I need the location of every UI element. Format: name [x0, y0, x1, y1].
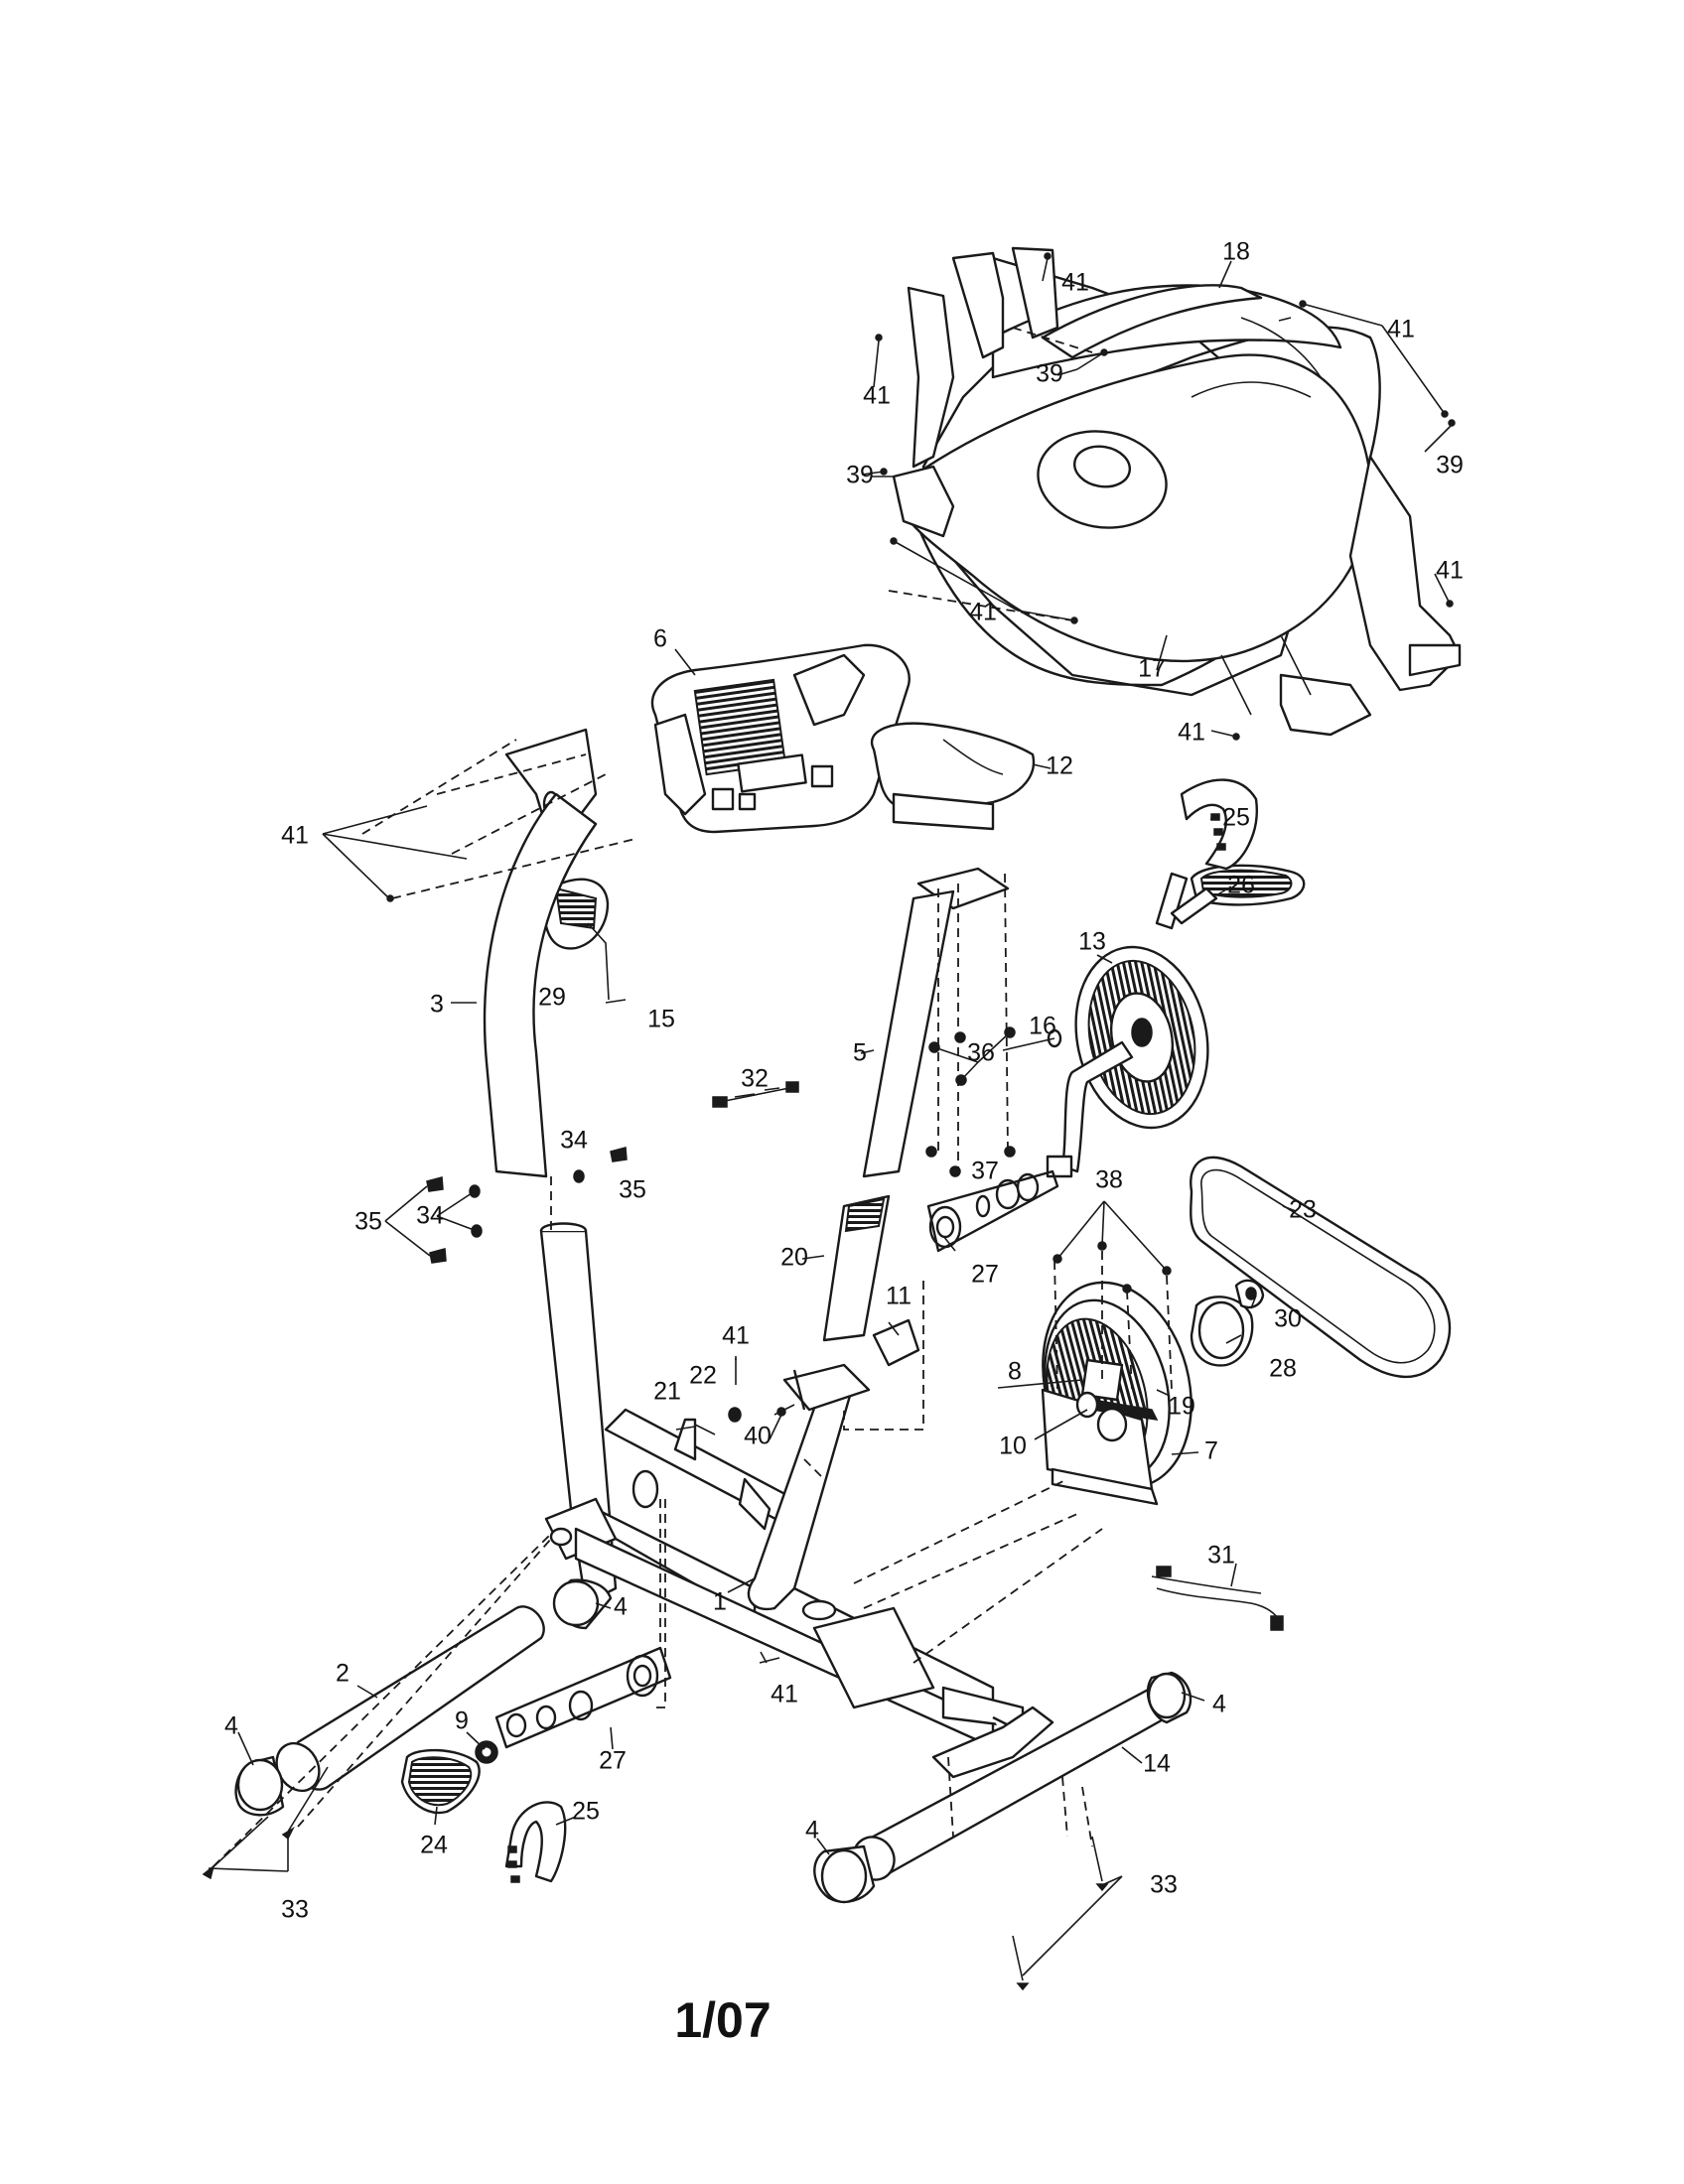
page-code: 1/07	[674, 1992, 771, 2048]
callout-8: 8	[1008, 1358, 1022, 1386]
callout-18: 18	[1222, 238, 1250, 266]
callout-24: 24	[420, 1832, 448, 1859]
shroud-18-strip	[1041, 284, 1263, 359]
callout-29: 29	[538, 984, 566, 1012]
callout-15: 15	[647, 1006, 675, 1033]
seat-assembly	[822, 722, 1036, 1367]
callout-4-rear-right: 4	[1212, 1691, 1226, 1718]
callout-27-top: 27	[971, 1261, 999, 1289]
callout-14: 14	[1143, 1750, 1171, 1778]
callout-labels: 1 2 3 4 4 4 4 5 6 7 8 9 10 11 12 13 14 1…	[224, 238, 1464, 1924]
callout-3: 3	[430, 991, 444, 1019]
callout-41-frame-top: 41	[722, 1322, 750, 1350]
callout-19: 19	[1168, 1393, 1195, 1421]
callout-28: 28	[1269, 1355, 1297, 1383]
shroud-rear-fin-2	[951, 251, 1005, 359]
callout-40: 40	[744, 1423, 772, 1450]
callout-41-shroud-bottom-left: 41	[969, 599, 997, 626]
pedal-strap-25-top	[1180, 778, 1258, 871]
callout-39-left: 39	[846, 462, 874, 489]
callout-41-shroud-right: 41	[1436, 557, 1464, 585]
callout-25-bottom: 25	[572, 1798, 600, 1826]
callout-1: 1	[713, 1588, 727, 1616]
callout-16: 16	[1029, 1013, 1056, 1040]
callout-6: 6	[653, 625, 667, 653]
seat-post-sleeve	[822, 1194, 891, 1342]
callout-22: 22	[689, 1362, 717, 1390]
callout-33-rear: 33	[1150, 1871, 1178, 1899]
console-assembly	[504, 643, 911, 950]
drive-belt	[1190, 1156, 1452, 1379]
main-frame	[544, 1363, 1054, 1779]
callout-26: 26	[1227, 872, 1255, 899]
magnet-8	[1080, 1358, 1124, 1402]
shroud-bottom-foot	[1279, 673, 1372, 737]
callout-4-rear-left: 4	[805, 1817, 819, 1844]
callout-10: 10	[999, 1433, 1027, 1460]
callout-35-right: 35	[619, 1176, 646, 1204]
callout-4-front-left: 4	[224, 1712, 238, 1740]
callout-9: 9	[455, 1707, 469, 1735]
shroud-left-foot	[892, 465, 955, 538]
callout-7: 7	[1204, 1437, 1218, 1465]
callout-31: 31	[1207, 1542, 1235, 1570]
callout-21: 21	[653, 1378, 681, 1406]
shroud-top-fin	[1011, 246, 1059, 340]
callout-38: 38	[1095, 1166, 1123, 1194]
callout-32: 32	[741, 1065, 769, 1093]
shroud-rear-fin	[907, 286, 955, 469]
seat-post	[862, 889, 955, 1178]
callout-23: 23	[1289, 1196, 1317, 1224]
callout-35-left: 35	[354, 1208, 382, 1236]
callout-27-front: 27	[599, 1747, 627, 1775]
frame-top-plate	[782, 1363, 871, 1412]
callout-13: 13	[1078, 928, 1106, 956]
shroud-assembly	[892, 246, 1462, 737]
crank-arm-right	[1155, 872, 1189, 930]
crank-arm-left	[1060, 1040, 1134, 1173]
front-stabilizer-mount	[812, 1606, 935, 1709]
callout-30: 30	[1274, 1305, 1302, 1333]
callout-41-frame-bottom: 41	[771, 1681, 798, 1708]
knob-11	[872, 1318, 920, 1367]
callout-41-shroud-top-right: 41	[1387, 316, 1415, 343]
resistance-assembly	[1041, 1279, 1265, 1506]
small-parts	[202, 252, 1456, 1991]
callout-34-left: 34	[416, 1202, 444, 1230]
callout-39-right: 39	[1436, 452, 1464, 479]
leader-lines	[208, 257, 1453, 1977]
callout-2: 2	[336, 1660, 350, 1688]
callout-41-console: 41	[281, 822, 309, 850]
assembly-lines	[212, 327, 1173, 1867]
callout-39-top: 39	[1036, 360, 1063, 388]
pedal-strap-25-bottom	[504, 1801, 567, 1883]
callout-41-shroud-top: 41	[1061, 269, 1089, 297]
callout-17: 17	[1138, 655, 1166, 683]
callout-5: 5	[853, 1039, 867, 1067]
callout-37: 37	[971, 1158, 999, 1185]
callout-4-front-right: 4	[614, 1593, 628, 1621]
rear-foot	[931, 1706, 1054, 1779]
callout-20: 20	[780, 1244, 808, 1272]
console-left-handgrip	[653, 713, 707, 816]
shroud-right-leg	[1348, 455, 1462, 692]
console-display	[737, 753, 807, 793]
console-right-handgrip	[792, 653, 866, 727]
callout-36: 36	[967, 1039, 995, 1067]
stabilizers	[234, 1578, 1193, 1904]
callout-41-shroud-top-left: 41	[863, 382, 891, 410]
callout-11: 11	[886, 1283, 912, 1310]
callout-33-front: 33	[281, 1896, 309, 1924]
callout-12: 12	[1046, 752, 1073, 780]
callout-41-shroud-bottom: 41	[1178, 719, 1205, 747]
callout-34-top: 34	[560, 1127, 588, 1155]
callout-25-top: 25	[1222, 804, 1250, 832]
